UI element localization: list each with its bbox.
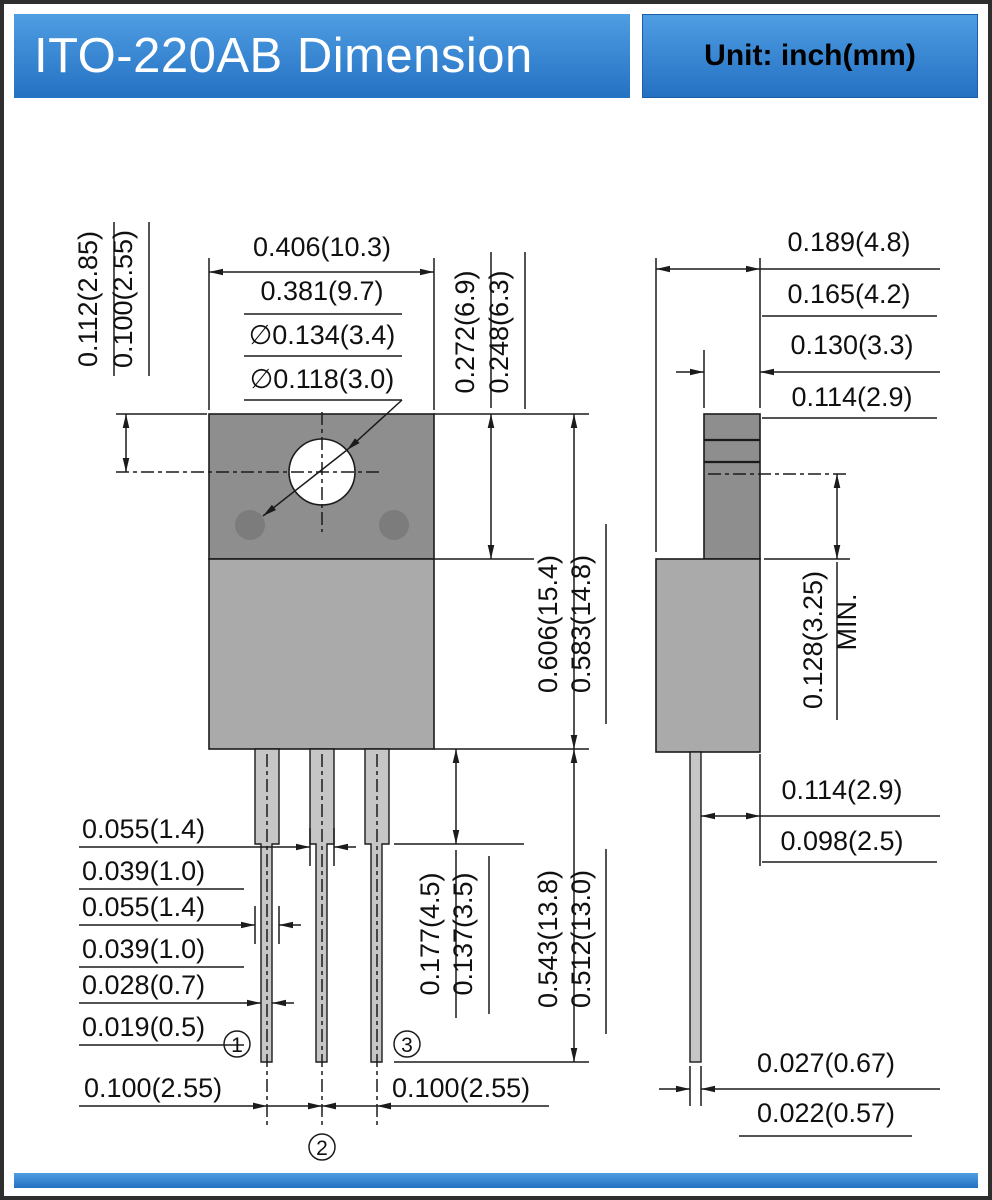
lead-length-max-label: 0.543(13.8) bbox=[533, 870, 563, 1008]
lead-length-min-label: 0.512(13.0) bbox=[566, 870, 596, 1008]
pitch-right-label: 0.100(2.55) bbox=[392, 1073, 530, 1103]
hole-offset-min-label: 0.100(2.55) bbox=[108, 230, 138, 368]
tab-height-min-label: 0.248(6.3) bbox=[484, 270, 514, 393]
front-body bbox=[208, 558, 435, 750]
lead-narrow-min-label: 0.019(0.5) bbox=[82, 1012, 205, 1042]
side-body bbox=[655, 558, 761, 753]
lead-shoulder-min-label: 0.137(3.5) bbox=[448, 872, 478, 995]
side-lead-offset-min-label: 0.098(2.5) bbox=[780, 826, 903, 856]
side-lead-thick-min-label: 0.022(0.57) bbox=[757, 1098, 895, 1128]
dim-side-body-thickness: 0.189(4.8) 0.165(4.2) bbox=[655, 227, 940, 552]
side-body-thick-max-label: 0.189(4.8) bbox=[787, 227, 910, 257]
footer-bar bbox=[14, 1173, 978, 1188]
dim-front-lead2-width: 0.055(1.4) 0.039(1.0) bbox=[79, 814, 356, 890]
dim-side-lead-offset: 0.114(2.9) 0.098(2.5) bbox=[701, 754, 940, 866]
front-pin-numbers: 1 2 3 bbox=[223, 1030, 421, 1161]
pin3-number: 3 bbox=[401, 1034, 413, 1057]
lead2-width-max-label: 0.055(1.4) bbox=[82, 814, 205, 844]
dim-front-body-width: 0.406(10.3) 0.381(9.7) bbox=[208, 232, 435, 410]
unit-label: Unit: inch(mm) bbox=[704, 39, 916, 72]
pin1-circle bbox=[223, 1030, 251, 1058]
front-view: 0.406(10.3) 0.381(9.7) ∅0.134(3.4) ∅0.11… bbox=[73, 222, 607, 1161]
side-view: 0.189(4.8) 0.165(4.2) 0.130(3.3) 0.114(2… bbox=[655, 227, 940, 1137]
page-title: ITO-220AB Dimension bbox=[34, 29, 533, 83]
body-width-max-label: 0.406(10.3) bbox=[253, 232, 391, 262]
side-package bbox=[655, 413, 850, 1063]
side-tab-thick-min-label: 0.114(2.9) bbox=[791, 382, 912, 412]
side-tab-thick-max-label: 0.130(3.3) bbox=[790, 330, 913, 360]
lead-narrow-max-label: 0.028(0.7) bbox=[82, 970, 205, 1000]
hole-dia-max-label: ∅0.134(3.4) bbox=[249, 320, 396, 350]
hole-offset-max-label: 0.112(2.85) bbox=[73, 231, 103, 367]
dim-front-hole-diameter: ∅0.134(3.4) ∅0.118(3.0) bbox=[244, 320, 403, 517]
dim-front-lead-length: 0.543(13.8) 0.512(13.0) bbox=[394, 749, 607, 1063]
dim-front-lead1-width: 0.055(1.4) 0.039(1.0) bbox=[79, 892, 301, 968]
body-height-min-label: 0.583(14.8) bbox=[566, 555, 596, 693]
header: ITO-220AB Dimension Unit: inch(mm) bbox=[14, 14, 978, 98]
header-title-bar: ITO-220AB Dimension bbox=[14, 14, 630, 98]
hole-dia-min-label: ∅0.118(3.0) bbox=[250, 364, 395, 394]
pin3-circle bbox=[393, 1030, 421, 1058]
dim-front-lead-shoulder: 0.177(4.5) 0.137(3.5) bbox=[394, 749, 524, 1018]
pin2-number: 2 bbox=[316, 1137, 328, 1160]
side-lead-offset-max-label: 0.114(2.9) bbox=[781, 775, 902, 805]
lead-shoulder-max-label: 0.177(4.5) bbox=[415, 872, 445, 995]
pin1-number: 1 bbox=[231, 1034, 243, 1057]
tab-height-max-label: 0.272(6.9) bbox=[450, 270, 480, 393]
side-clearance-label: 0.128(3.25) bbox=[798, 571, 828, 709]
side-body-thick-min-label: 0.165(4.2) bbox=[787, 279, 910, 309]
dim-front-lead-pitch: 0.100(2.55) 0.100(2.55) bbox=[79, 1073, 549, 1110]
lead2-width-min-label: 0.039(1.0) bbox=[82, 856, 205, 886]
body-width-min-label: 0.381(9.7) bbox=[260, 276, 383, 306]
side-clearance-min-qualifier: MIN. bbox=[832, 594, 862, 651]
dimension-drawing: 0.406(10.3) 0.381(9.7) ∅0.134(3.4) ∅0.11… bbox=[73, 222, 940, 1161]
side-tab bbox=[703, 413, 761, 560]
front-dimple-right bbox=[379, 510, 409, 540]
dim-front-body-height: 0.606(15.4) 0.583(14.8) bbox=[434, 413, 607, 750]
dim-front-tab-height: 0.272(6.9) 0.248(6.3) bbox=[434, 252, 534, 560]
side-lead bbox=[689, 751, 702, 1063]
lead1-width-max-label: 0.055(1.4) bbox=[82, 892, 205, 922]
body-height-max-label: 0.606(15.4) bbox=[533, 555, 563, 693]
dim-side-lead-thickness: 0.027(0.67) 0.022(0.57) bbox=[659, 1048, 940, 1137]
side-lead-thick-max-label: 0.027(0.67) bbox=[757, 1048, 895, 1078]
pitch-left-label: 0.100(2.55) bbox=[84, 1073, 222, 1103]
dim-side-tab-thickness: 0.130(3.3) 0.114(2.9) bbox=[676, 330, 940, 419]
front-dimple-left bbox=[235, 510, 265, 540]
front-package bbox=[116, 412, 435, 1128]
dim-front-lead-narrow-width: 0.028(0.7) 0.019(0.5) bbox=[79, 970, 294, 1046]
lead1-width-min-label: 0.039(1.0) bbox=[82, 934, 205, 964]
dim-front-hole-offset: 0.112(2.85) 0.100(2.55) bbox=[73, 222, 207, 472]
dim-side-hole-clearance: 0.128(3.25) MIN. bbox=[764, 474, 862, 720]
pin2-circle bbox=[308, 1133, 336, 1161]
unit-box: Unit: inch(mm) bbox=[642, 14, 978, 98]
